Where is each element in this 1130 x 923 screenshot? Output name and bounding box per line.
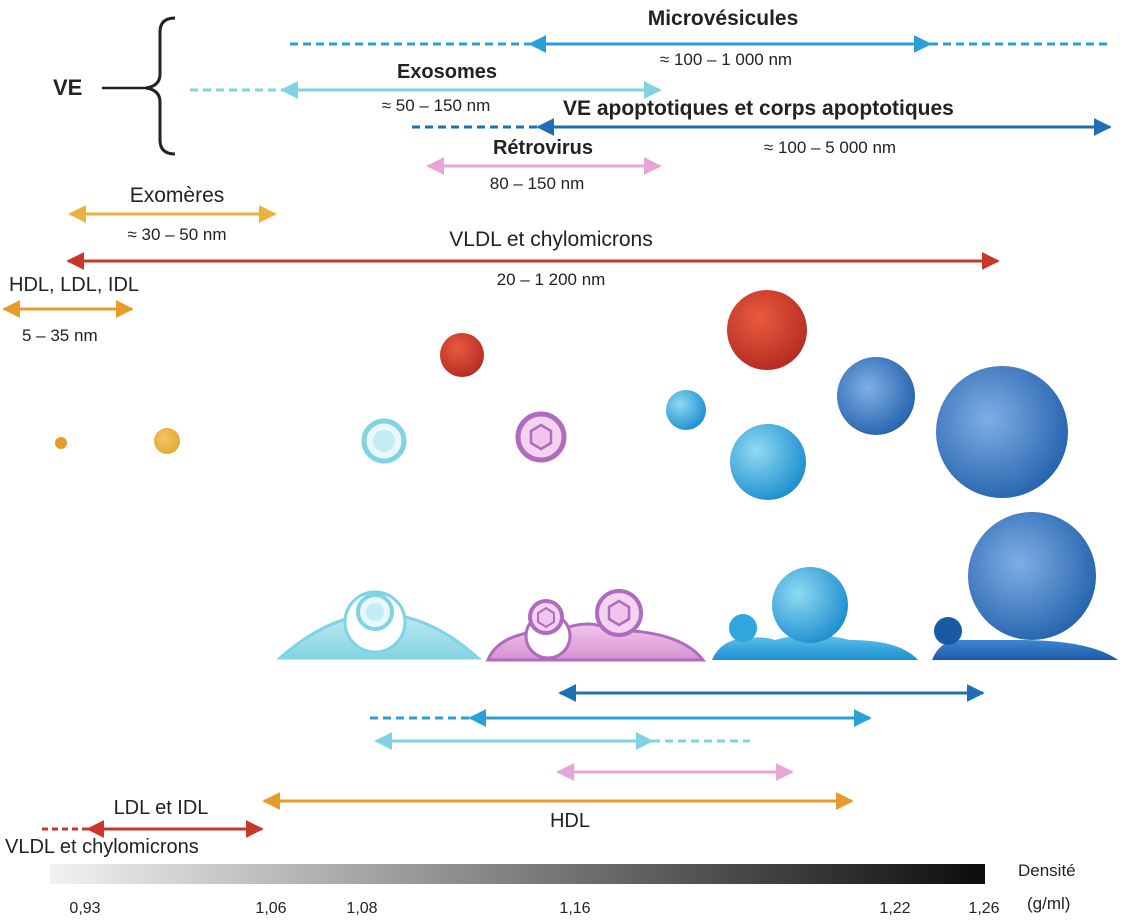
exomeres-range: ≈ 30 – 50 nm bbox=[127, 225, 227, 244]
ve-brace bbox=[145, 16, 176, 156]
density-title-line2: (g/ml) bbox=[1027, 894, 1071, 913]
ldl-idl-label: LDL et IDL bbox=[113, 797, 209, 819]
hdl-label: HDL bbox=[549, 810, 591, 832]
exosome-cell-vesicle-core bbox=[366, 603, 384, 621]
ve-label: VE bbox=[53, 75, 83, 100]
vldl-small-particle bbox=[440, 333, 484, 377]
density-gradient-bar bbox=[50, 864, 985, 884]
density-tick: 1,22 bbox=[879, 900, 911, 917]
microvesicle-small-particle bbox=[666, 390, 706, 430]
hdl-ldl-idl-label: HDL, LDL, IDL bbox=[9, 274, 140, 296]
microvesicle-cell-bud-large bbox=[772, 567, 848, 643]
vldl-top-range: 20 – 1 200 nm bbox=[496, 270, 606, 289]
vldl-large-particle bbox=[727, 290, 807, 370]
hdl-ldl-idl-range: 5 – 35 nm bbox=[22, 326, 98, 345]
exosomes-range: ≈ 50 – 150 nm bbox=[381, 96, 491, 115]
hdl-particle bbox=[55, 437, 67, 449]
apoptotic-label: VE apoptotiques et corps apoptotiques bbox=[563, 97, 954, 120]
density-tick: 1,06 bbox=[255, 900, 287, 917]
density-tick: 1,26 bbox=[968, 900, 1000, 917]
apoptotic-small-particle bbox=[837, 357, 915, 435]
apoptotic-cell-bud-large bbox=[968, 512, 1096, 640]
density-title-line1: Densité bbox=[1018, 861, 1076, 880]
exomeres-label: Exomères bbox=[129, 184, 225, 207]
density-tick: 0,93 bbox=[69, 900, 101, 917]
exosomes-label: Exosomes bbox=[396, 61, 498, 83]
microvesicle-large-particle bbox=[730, 424, 806, 500]
retrovirus-range: 80 – 150 nm bbox=[489, 174, 585, 193]
apoptotic-range: ≈ 100 – 5 000 nm bbox=[763, 138, 897, 157]
microvesicules-range: ≈ 100 – 1 000 nm bbox=[659, 50, 793, 69]
retrovirus-cell bbox=[485, 622, 707, 662]
retrovirus-label: Rétrovirus bbox=[492, 137, 594, 159]
exomere-particle bbox=[154, 428, 180, 454]
apoptotic-cell-bud-small bbox=[934, 617, 962, 645]
vldl-bottom-label: VLDL et chylomicrons bbox=[5, 836, 199, 858]
apoptotic-cell bbox=[932, 640, 1118, 660]
microvesicle-cell bbox=[712, 635, 918, 660]
retrovirus-cell-capsid-2 bbox=[607, 599, 631, 627]
density-tick: 1,16 bbox=[559, 900, 591, 917]
retrovirus-cell-capsid-1 bbox=[537, 606, 555, 629]
retrovirus-capsid bbox=[529, 423, 553, 451]
vldl-top-label: VLDL et chylomicrons bbox=[449, 228, 653, 251]
apoptotic-large-particle bbox=[936, 366, 1068, 498]
density-tick: 1,08 bbox=[346, 900, 378, 917]
exosome-particle-core bbox=[373, 430, 395, 452]
microvesicle-cell-bud-small bbox=[729, 614, 757, 642]
microvesicules-label: Microvésicules bbox=[647, 7, 799, 30]
